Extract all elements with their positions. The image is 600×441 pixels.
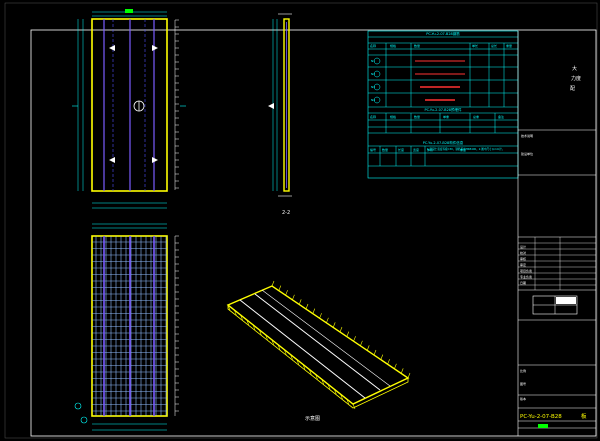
table-cell: 数量 — [414, 114, 420, 119]
iso-hatch-bottom — [315, 374, 318, 380]
plan-view — [72, 9, 186, 209]
section-view: 2-2 — [268, 13, 292, 216]
iso-hatch-bottom — [302, 364, 306, 370]
tb-label: 项目负责 — [520, 268, 532, 273]
iso-hatch-top — [292, 294, 295, 300]
tb-label: 设计 — [520, 244, 526, 249]
iso-view-label: 示意图 — [305, 415, 320, 422]
iso-hatch-bottom — [252, 324, 256, 330]
rebar-view — [74, 223, 179, 431]
iso-hatch-bottom — [296, 359, 300, 365]
note-1: 技术说明 — [521, 133, 533, 138]
table1-row-label: N1 — [371, 59, 375, 63]
iso-hatch-top — [278, 285, 282, 291]
sheet-border — [4, 2, 598, 439]
table-cell: 宽度 — [413, 147, 419, 152]
tb-label: 比例 — [520, 368, 526, 373]
iso-hatch-top — [400, 368, 404, 374]
tb-label: 日期 — [520, 280, 526, 285]
table-cell: 长度 — [398, 147, 404, 152]
iso-hatch-top — [312, 308, 316, 314]
isometric-view: 示意图 — [226, 280, 411, 422]
iso-hatch-bottom — [290, 354, 293, 360]
iso-hatch-top — [326, 317, 329, 323]
table-cell: 数量 — [414, 43, 420, 48]
table1-row-label: N2 — [371, 72, 375, 76]
table-cell: 总重 — [473, 114, 479, 119]
iso-hatch-bottom — [246, 319, 250, 325]
table3-note: 1.混凝土强度等级C30，钢筋采用HRB400。2.图中尺寸以mm计。 — [427, 147, 504, 151]
iso-hatch-top — [285, 290, 288, 296]
drawing-number-suffix: 板 — [581, 412, 587, 420]
table2-title: PC-Yu-2-07-B28预埋件 — [424, 107, 462, 112]
iso-hatch-bottom — [308, 369, 312, 375]
table-cell: 重量 — [460, 147, 466, 152]
iso-hatch-bottom — [258, 329, 262, 335]
iso-slab-outline — [226, 285, 410, 405]
table-cell: 单长 — [472, 43, 478, 48]
table-cell: 重量 — [506, 43, 512, 48]
iso-hatch-bottom — [327, 384, 331, 390]
stamp-text: 配 — [570, 86, 575, 92]
iso-hatch-bottom — [233, 309, 237, 316]
iso-hatch-bottom — [321, 379, 325, 385]
table-cell: 编号 — [370, 147, 376, 152]
iso-hatch-top — [360, 340, 363, 346]
iso-hatch-top — [353, 336, 356, 342]
iso-hatch-top — [346, 331, 350, 337]
schedule-tables: PC-Yu-2-07-B28钢筋 PC-Yu-2-07-B28预埋件 PC-Yu… — [367, 30, 519, 179]
iso-hatch-bottom — [240, 314, 243, 321]
iso-hatch-top — [339, 326, 343, 333]
iso-hatch-top — [298, 299, 302, 305]
table-cell: 备注 — [498, 114, 504, 119]
iso-hatch-top — [380, 354, 384, 360]
iso-hatch-bottom — [352, 403, 356, 410]
table-cell: 体积 — [427, 147, 433, 152]
table1-title: PC-Yu-2-07-B28钢筋 — [426, 31, 460, 36]
stamp-text: 力度 — [571, 75, 581, 82]
table3-title: PC-Yu-2-07-B28构件信息 — [423, 140, 464, 145]
table-cell: 规格 — [390, 114, 396, 119]
iso-hatch-bottom — [283, 349, 287, 355]
tb-label: 版本 — [520, 396, 526, 401]
table-cell: 总长 — [491, 43, 497, 48]
iso-hatch-top — [305, 303, 309, 310]
iso-hatch-bottom — [271, 339, 275, 345]
section-label: 2-2 — [282, 210, 290, 216]
iso-hatch-top — [394, 363, 397, 369]
tb-label: 审定 — [520, 262, 526, 267]
iso-hatch-top — [373, 349, 377, 356]
iso-hatch-top — [332, 322, 336, 328]
drawing-border — [30, 29, 597, 437]
table-cell: 名称 — [370, 43, 376, 48]
table1-row-label: N3 — [371, 85, 375, 89]
iso-hatch-top — [387, 359, 390, 365]
iso-hatch-bottom — [340, 393, 343, 400]
iso-hatch-top — [319, 313, 322, 319]
table-cell: 单重 — [443, 114, 449, 119]
iso-hatch-top — [407, 372, 411, 379]
table-cell: 数量 — [382, 147, 388, 152]
table1-row-label: N4 — [371, 98, 375, 102]
tb-label: 图号 — [520, 381, 526, 386]
note-2: 建设单位 — [521, 151, 533, 156]
iso-hatch-top — [366, 345, 370, 351]
tb-label: 校对 — [520, 250, 526, 255]
iso-hatch-bottom — [277, 344, 281, 350]
iso-hatch-bottom — [265, 334, 268, 340]
stamp-text: 大 — [572, 65, 577, 72]
iso-hatch-bottom — [346, 398, 350, 405]
iso-hatch-bottom — [333, 389, 337, 395]
section-slab-outline — [283, 18, 290, 192]
table-cell: 规格 — [390, 43, 396, 48]
drawing-number: PC-Yu-2-07-B28 — [520, 414, 562, 420]
tb-label: 审核 — [520, 256, 526, 261]
table-cell: 名称 — [370, 114, 376, 119]
iso-hatch-top — [271, 280, 275, 287]
tb-label: 专业负责 — [520, 274, 532, 279]
key-plan-highlight — [556, 297, 576, 304]
iso-hatch-bottom — [227, 304, 231, 311]
